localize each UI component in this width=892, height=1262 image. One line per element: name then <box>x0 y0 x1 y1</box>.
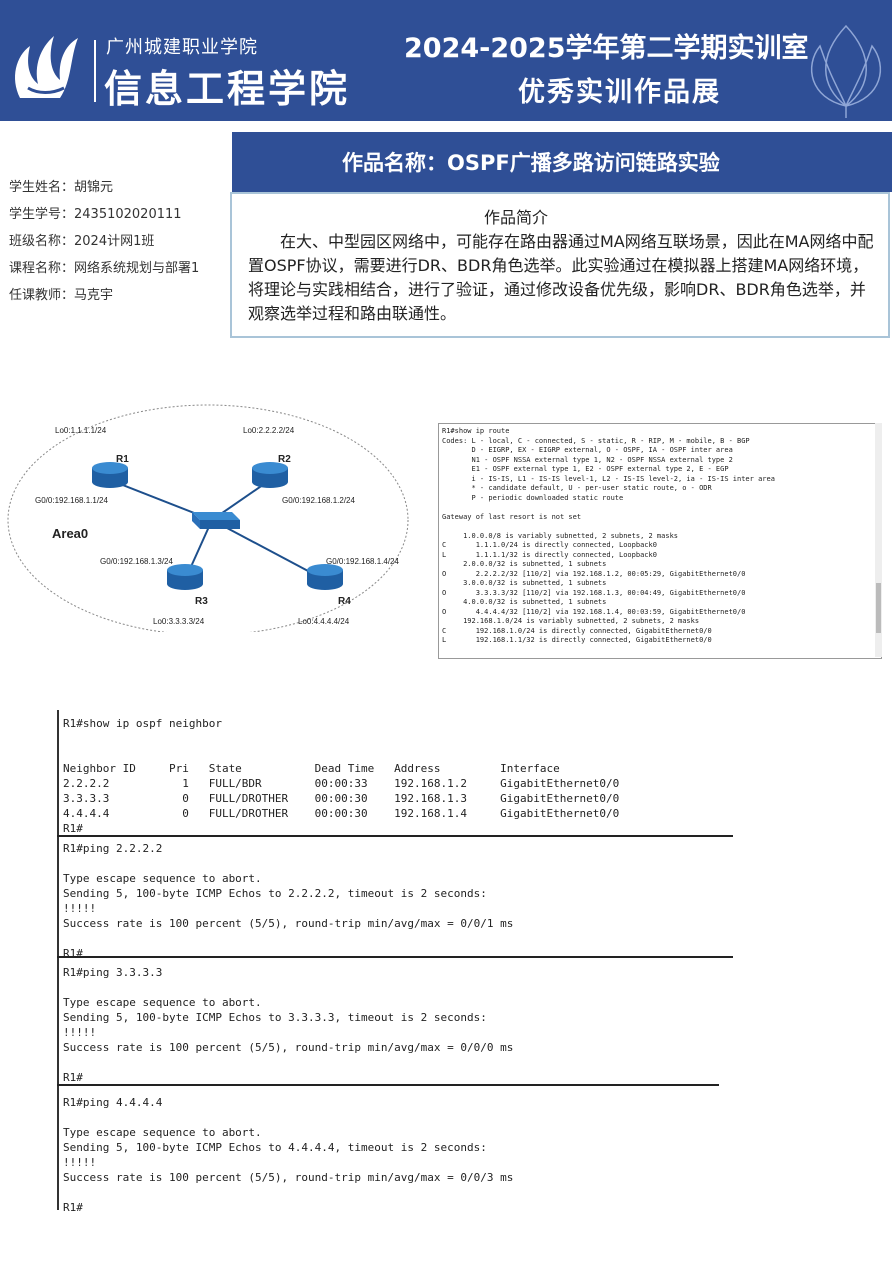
school-name: 广州城建职业学院 <box>106 37 258 58</box>
work-title-bar: 作品名称：OSPF广播多路访问链路实验 <box>232 132 892 192</box>
divider <box>57 835 733 837</box>
switch-icon <box>192 512 240 529</box>
ping-output-block: R1#ping 2.2.2.2 Type escape sequence to … <box>57 841 737 956</box>
college-logo-icon <box>15 36 78 98</box>
topology-label: G0/0:192.168.1.4/24 <box>326 557 400 566</box>
route-table-screenshot: R1#show ip route Codes: L - local, C - c… <box>438 423 882 659</box>
router-r1-icon <box>92 462 128 488</box>
divider <box>57 956 733 958</box>
teacher-name: 任课教师：马克宇 <box>9 288 114 303</box>
router-r2-icon <box>252 462 288 488</box>
topology-label: G0/0:192.168.1.2/24 <box>282 496 356 505</box>
router-r3-icon <box>167 564 203 590</box>
ping-output-block: R1#ping 3.3.3.3 Type escape sequence to … <box>57 965 737 1083</box>
topology-diagram: Lo0:1.1.1.1/24 R1 G0/0:192.168.1.1/24 Lo… <box>7 404 409 632</box>
ping-output-text: R1#ping 2.2.2.2 Type escape sequence to … <box>63 842 514 956</box>
neighbor-output-text: R1#show ip ospf neighbor Neighbor ID Pri… <box>63 717 620 835</box>
route-table-text: R1#show ip route Codes: L - local, C - c… <box>442 427 775 644</box>
topology-label: R1 <box>116 454 129 465</box>
topology-label: G0/0:192.168.1.3/24 <box>100 557 174 566</box>
exhibit-title: 优秀实训作品展 <box>518 77 721 108</box>
ping-output-text: R1#ping 3.3.3.3 Type escape sequence to … <box>63 966 514 1083</box>
area-ellipse <box>7 404 409 632</box>
student-name: 学生姓名：胡锦元 <box>9 180 114 195</box>
intro-box: 作品简介 在大、中型园区网络中，可能存在路由器通过MA网络互联场景，因此在MA网… <box>230 192 890 338</box>
course-name: 课程名称：网络系统规划与部署1 <box>9 261 200 276</box>
topology-label: Lo0:3.3.3.3/24 <box>153 617 205 626</box>
topology-label: R2 <box>278 454 291 465</box>
header-separator <box>94 40 96 102</box>
topology-label: R3 <box>195 596 208 607</box>
student-id: 学生学号：2435102020111 <box>9 207 182 222</box>
router-r4-icon <box>307 564 343 590</box>
college-name: 信息工程学院 <box>104 67 351 111</box>
ping-output-text: R1#ping 4.4.4.4 Type escape sequence to … <box>63 1096 514 1214</box>
header-banner: 广州城建职业学院 信息工程学院 2024-2025学年第二学期实训室 优秀实训作… <box>0 0 892 121</box>
route-scrollbar[interactable] <box>875 423 882 657</box>
terminal-left-border <box>57 710 59 1210</box>
work-title: 作品名称：OSPF广播多路访问链路实验 <box>342 151 720 175</box>
topology-label: R4 <box>338 596 351 607</box>
intro-heading: 作品简介 <box>484 208 549 227</box>
neighbor-output-block: R1#show ip ospf neighbor Neighbor ID Pri… <box>57 716 737 836</box>
lotus-decoration-icon <box>811 24 881 118</box>
topology-label: Lo0:1.1.1.1/24 <box>55 426 107 435</box>
route-scrollbar-thumb[interactable] <box>876 583 881 633</box>
topology-label: G0/0:192.168.1.1/24 <box>35 496 109 505</box>
class-name: 班级名称：2024计网1班 <box>9 234 155 249</box>
term-title: 2024-2025学年第二学期实训室 <box>404 33 809 64</box>
divider <box>57 1084 719 1086</box>
ping-output-block: R1#ping 4.4.4.4 Type escape sequence to … <box>57 1095 737 1215</box>
topology-label: Lo0:2.2.2.2/24 <box>243 426 295 435</box>
topology-label: Lo0:4.4.4.4/24 <box>298 617 350 626</box>
area-label: Area0 <box>52 526 88 541</box>
intro-body: 在大、中型园区网络中，可能存在路由器通过MA网络互联场景，因此在MA网络中配置O… <box>248 232 874 323</box>
